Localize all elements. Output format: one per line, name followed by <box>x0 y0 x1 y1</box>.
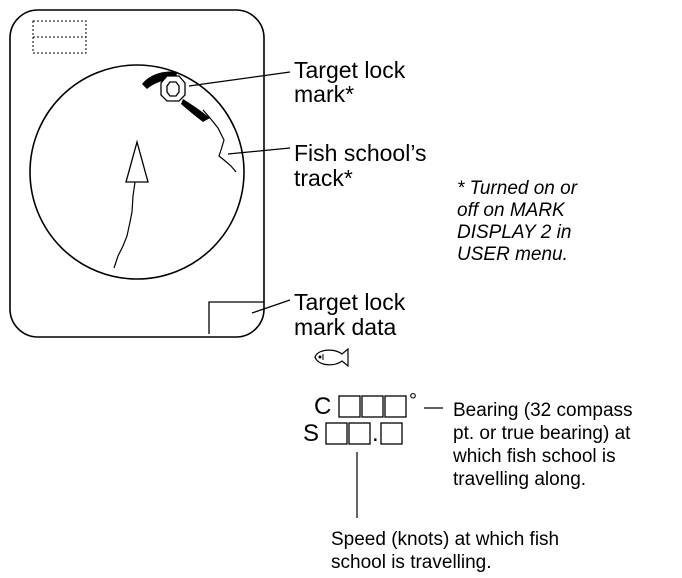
footnote-line1: * Turned on or <box>457 178 578 199</box>
speed-prefix: S <box>303 420 320 447</box>
bearing-desc-line1: Bearing (32 compass <box>453 400 633 421</box>
footnote-line4: USER menu. <box>457 244 568 265</box>
display-frame <box>9 9 265 338</box>
label-target-lock-mark-line1: Target lock <box>294 57 406 83</box>
speed-digit-box-2 <box>348 422 371 445</box>
footnote-line3: DISPLAY 2 in <box>457 222 572 243</box>
degree-symbol: ° <box>409 390 417 412</box>
label-fish-school-track-line2: track* <box>294 165 353 191</box>
fish-school-track <box>202 109 237 173</box>
speed-digit-box-1 <box>325 422 348 445</box>
speed-desc-line2: school is travelling. <box>331 552 492 573</box>
course-digit-box-3 <box>384 395 407 418</box>
bearing-desc-line4: travelling along. <box>453 469 587 490</box>
speed-desc-line1: Speed (knots) at which fish <box>331 529 560 550</box>
target-lock-data-window <box>208 301 264 334</box>
course-digit-box-1 <box>338 395 361 418</box>
course-prefix: C <box>314 393 332 420</box>
sonar-range-circle <box>29 64 245 280</box>
footnote-line2: off on MARK <box>457 200 565 221</box>
own-ship-marker-icon <box>125 139 149 183</box>
own-ship-trail <box>113 181 136 269</box>
course-digit-box-2 <box>361 395 384 418</box>
label-target-lock-data-line2: mark data <box>294 314 397 340</box>
label-target-lock-data-line1: Target lock <box>294 289 406 315</box>
target-lock-mark-icon <box>160 75 186 102</box>
speed-digit-box-3 <box>380 422 403 445</box>
bearing-desc-line3: which fish school is <box>453 446 616 467</box>
leader-target-lock-mark <box>188 71 291 87</box>
leader-target-lock-data <box>251 299 291 314</box>
label-target-lock-mark-line2: mark* <box>294 81 355 107</box>
fish-icon <box>314 347 349 368</box>
bearing-desc-line2: pt. or true bearing) at <box>453 423 631 444</box>
decimal-point: . <box>372 420 379 447</box>
leader-fish-school-track <box>227 147 291 155</box>
label-fish-school-track-line1: Fish school’s <box>294 140 427 166</box>
fish-school-echo-lower <box>181 99 210 122</box>
